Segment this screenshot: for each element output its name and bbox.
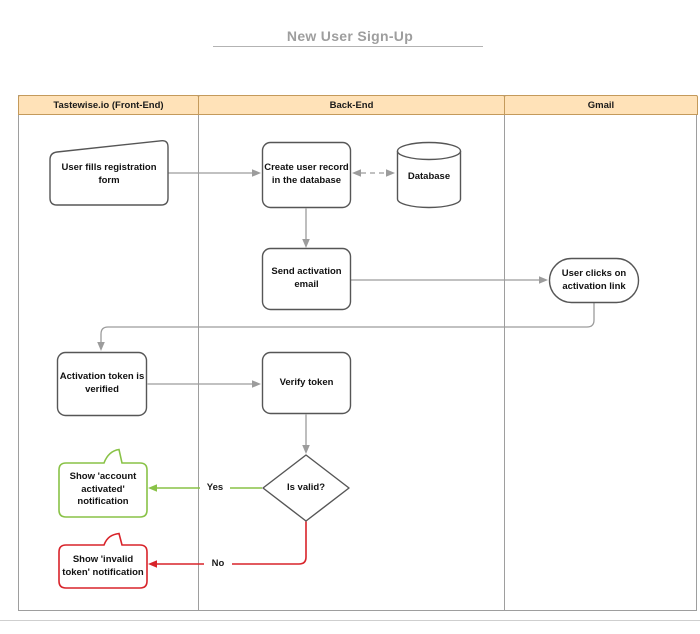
connector-verify-to-valid [302, 414, 310, 454]
arrowhead-right [539, 276, 548, 284]
title-underline [213, 46, 483, 47]
shape-send-activation-email [261, 247, 352, 311]
node-create-user-record: Create user record in the database [264, 162, 349, 186]
arrowhead-down [97, 342, 105, 351]
arrowhead-right [386, 169, 395, 177]
shape-success-callout [58, 448, 148, 518]
node-user-fills-form: User fills registration form [61, 162, 157, 186]
node-notify-invalid-token: Show 'invalid token' notification [62, 554, 144, 578]
node-verify-token: Verify token [279, 376, 334, 388]
arrowhead-left [148, 484, 157, 492]
connector-gmail-to-token [97, 303, 595, 351]
shape-database-cylinder-top [396, 141, 462, 161]
arrowhead-down [302, 239, 310, 248]
shape-is-valid-diamond [262, 454, 350, 522]
node-user-clicks-activation-link: User clicks on activation link [561, 267, 627, 292]
node-activation-token-verified: Activation token is verified [59, 371, 145, 395]
arrowhead-left [148, 560, 157, 568]
lane-divider-2 [504, 95, 505, 611]
node-notify-account-activated: Show 'account activated' notification [69, 471, 137, 508]
edge-label-yes: Yes [200, 481, 230, 494]
shape-user-clicks-link-pill [548, 257, 640, 304]
connector-token-to-verify [147, 380, 261, 388]
shape-manual-input-user-fills-form [49, 140, 169, 206]
arrowhead-left [352, 169, 361, 177]
shape-database-cylinder-body [396, 151, 462, 209]
connector-form-to-create [168, 169, 261, 177]
bottom-divider [0, 620, 700, 621]
shape-activation-token-verified [56, 351, 148, 417]
shape-invalid-callout [58, 532, 148, 589]
lane-divider-1 [198, 95, 199, 611]
node-is-valid: Is valid? [286, 481, 325, 493]
diagram-title: New User Sign-Up [286, 28, 414, 44]
shape-create-user-record [261, 141, 352, 209]
arrowhead-right [252, 169, 261, 177]
node-database: Database [407, 170, 451, 182]
connector-send-to-gmail [350, 276, 548, 284]
connector-create-to-send [302, 208, 310, 248]
lane-header-backend: Back-End [198, 95, 505, 115]
shape-verify-token [261, 351, 352, 415]
node-send-activation-email: Send activation email [271, 266, 342, 290]
lane-header-gmail: Gmail [504, 95, 698, 115]
connector-create-db-dashed [352, 169, 395, 177]
connector-valid-no [148, 521, 307, 568]
edge-label-no: No [204, 557, 232, 570]
arrowhead-down [302, 445, 310, 454]
arrowhead-right [252, 380, 261, 388]
